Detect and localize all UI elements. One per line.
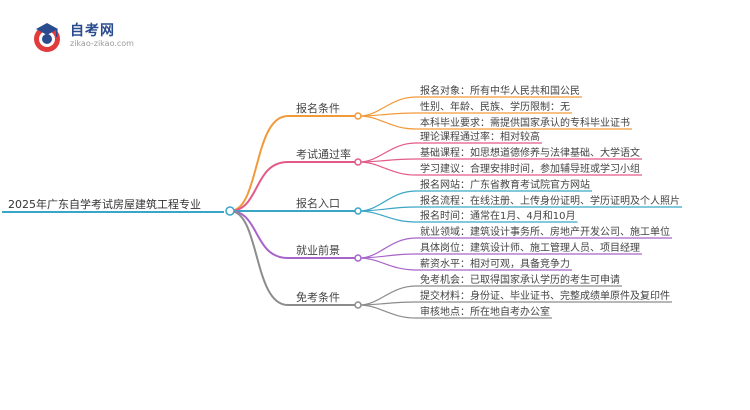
leaf-node[interactable]: 报名网站：广东省教育考试院官方网站 [420,178,590,191]
branch-collapse-dot[interactable] [354,112,362,120]
branch-node[interactable]: 就业前景 [296,243,340,257]
root-node[interactable]: 2025年广东自学考试房屋建筑工程专业 [8,197,201,211]
branch-collapse-dot[interactable] [354,207,362,215]
mindmap-nodes: 2025年广东自学考试房屋建筑工程专业 报名条件 报名对象：所有中华人民共和国公民性… [8,84,680,318]
leaf-link [358,253,417,259]
branch-link [229,210,289,259]
leaf-node[interactable]: 免考机会：已取得国家承认学历的考生可申请 [420,273,620,286]
leaf-node[interactable]: 薪资水平：相对可观，具备竞争力 [420,257,570,270]
site-logo[interactable]: 自考网 zikao-zikao.com [30,18,170,54]
branch-link [229,210,289,306]
root-collapse-dot[interactable] [225,206,235,216]
leaf-link [358,206,417,212]
branch-link [229,161,289,212]
leaf-link [358,115,417,130]
leaf-node[interactable]: 本科毕业要求：需提供国家承认的专科毕业证书 [420,116,630,129]
leaf-link [358,210,417,223]
branch-collapse-dot[interactable] [354,254,362,262]
leaf-node[interactable]: 报名时间：通常在1月、4月和10月 [420,209,575,222]
leaf-node[interactable]: 报名对象：所有中华人民共和国公民 [420,84,580,97]
mindmap-links [2,96,682,319]
branch-node[interactable]: 报名条件 [296,101,340,115]
leaf-link [358,257,417,271]
leaf-node[interactable]: 报名流程：在线注册、上传身份证明、学历证明及个人照片 [420,194,680,207]
leaf-link [358,190,417,212]
leaf-link [358,304,417,319]
leaf-node[interactable]: 提交材料：身份证、毕业证书、完整成绩单原件及复印件 [420,289,670,302]
leaf-node[interactable]: 就业领域：建筑设计事务所、房地产开发公司、施工单位 [420,225,670,238]
leaf-node[interactable]: 理论课程通过率：相对较高 [420,130,540,143]
branch-collapse-dot[interactable] [354,301,362,309]
branch-node[interactable]: 免考条件 [296,290,340,304]
brand-name: 自考网 [70,23,115,39]
branch-link [229,115,289,212]
leaf-link [358,237,417,259]
leaf-node[interactable]: 学习建议：合理安排时间，参加辅导班或学习小组 [420,162,640,175]
leaf-link [358,161,417,176]
brand-url: zikao-zikao.com [70,39,134,48]
branch-node[interactable]: 报名入口 [296,196,340,210]
leaf-node[interactable]: 性别、年龄、民族、学历限制：无 [420,100,570,113]
branch-collapse-dot[interactable] [354,158,362,166]
leaf-node[interactable]: 具体岗位：建筑设计师、施工管理人员、项目经理 [420,241,640,254]
graduation-cap-icon [34,23,60,52]
leaf-node[interactable]: 基础课程：如思想道德修养与法律基础、大学语文 [420,146,640,159]
leaf-node[interactable]: 审核地点：所在地自考办公室 [420,305,550,318]
branch-node[interactable]: 考试通过率 [296,147,351,161]
